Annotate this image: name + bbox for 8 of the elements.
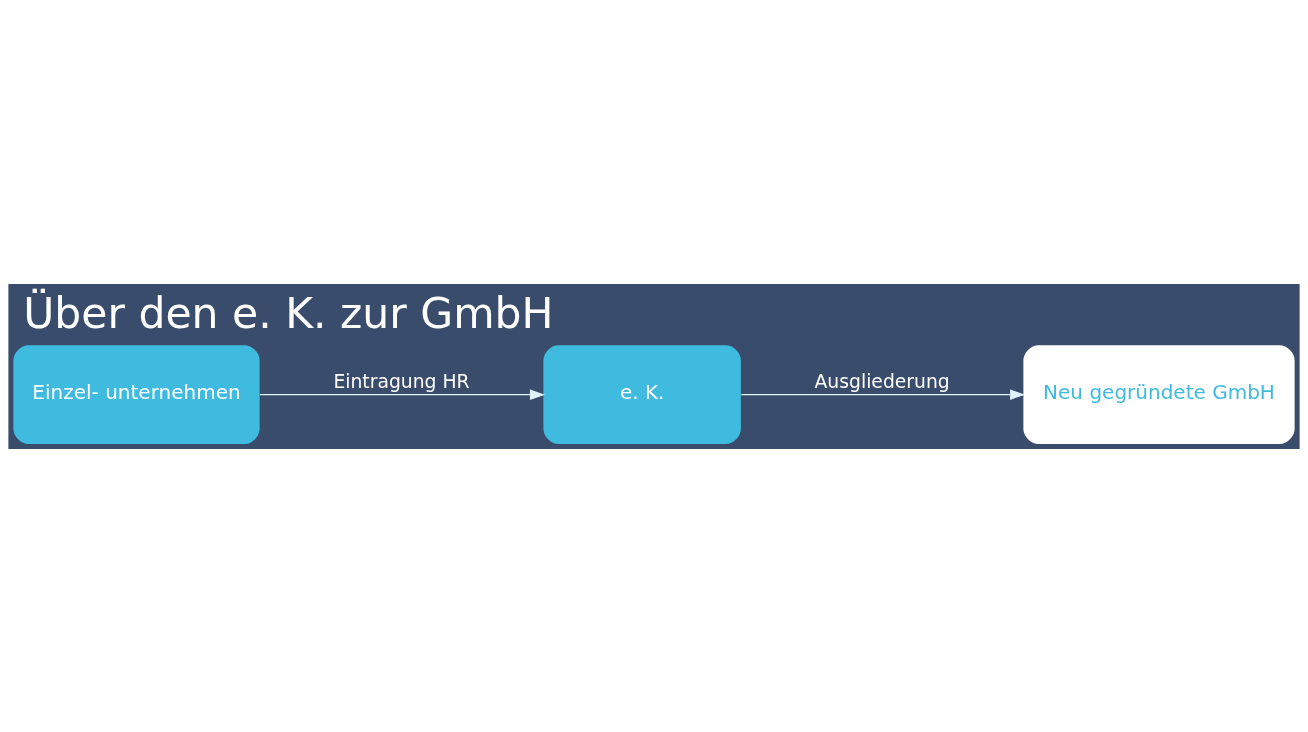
node-box: Neu gegründete GmbH bbox=[1023, 344, 1295, 444]
node-box: Einzel- unternehmen bbox=[13, 344, 260, 444]
diagram-title: Über den e. K. zur GmbH bbox=[23, 288, 554, 338]
arrow bbox=[259, 388, 545, 400]
edge-label: Eintragung HR bbox=[333, 370, 470, 392]
node-box: e. K. bbox=[543, 344, 741, 444]
edge-label: Ausgliederung bbox=[814, 370, 950, 392]
arrow bbox=[740, 388, 1026, 400]
